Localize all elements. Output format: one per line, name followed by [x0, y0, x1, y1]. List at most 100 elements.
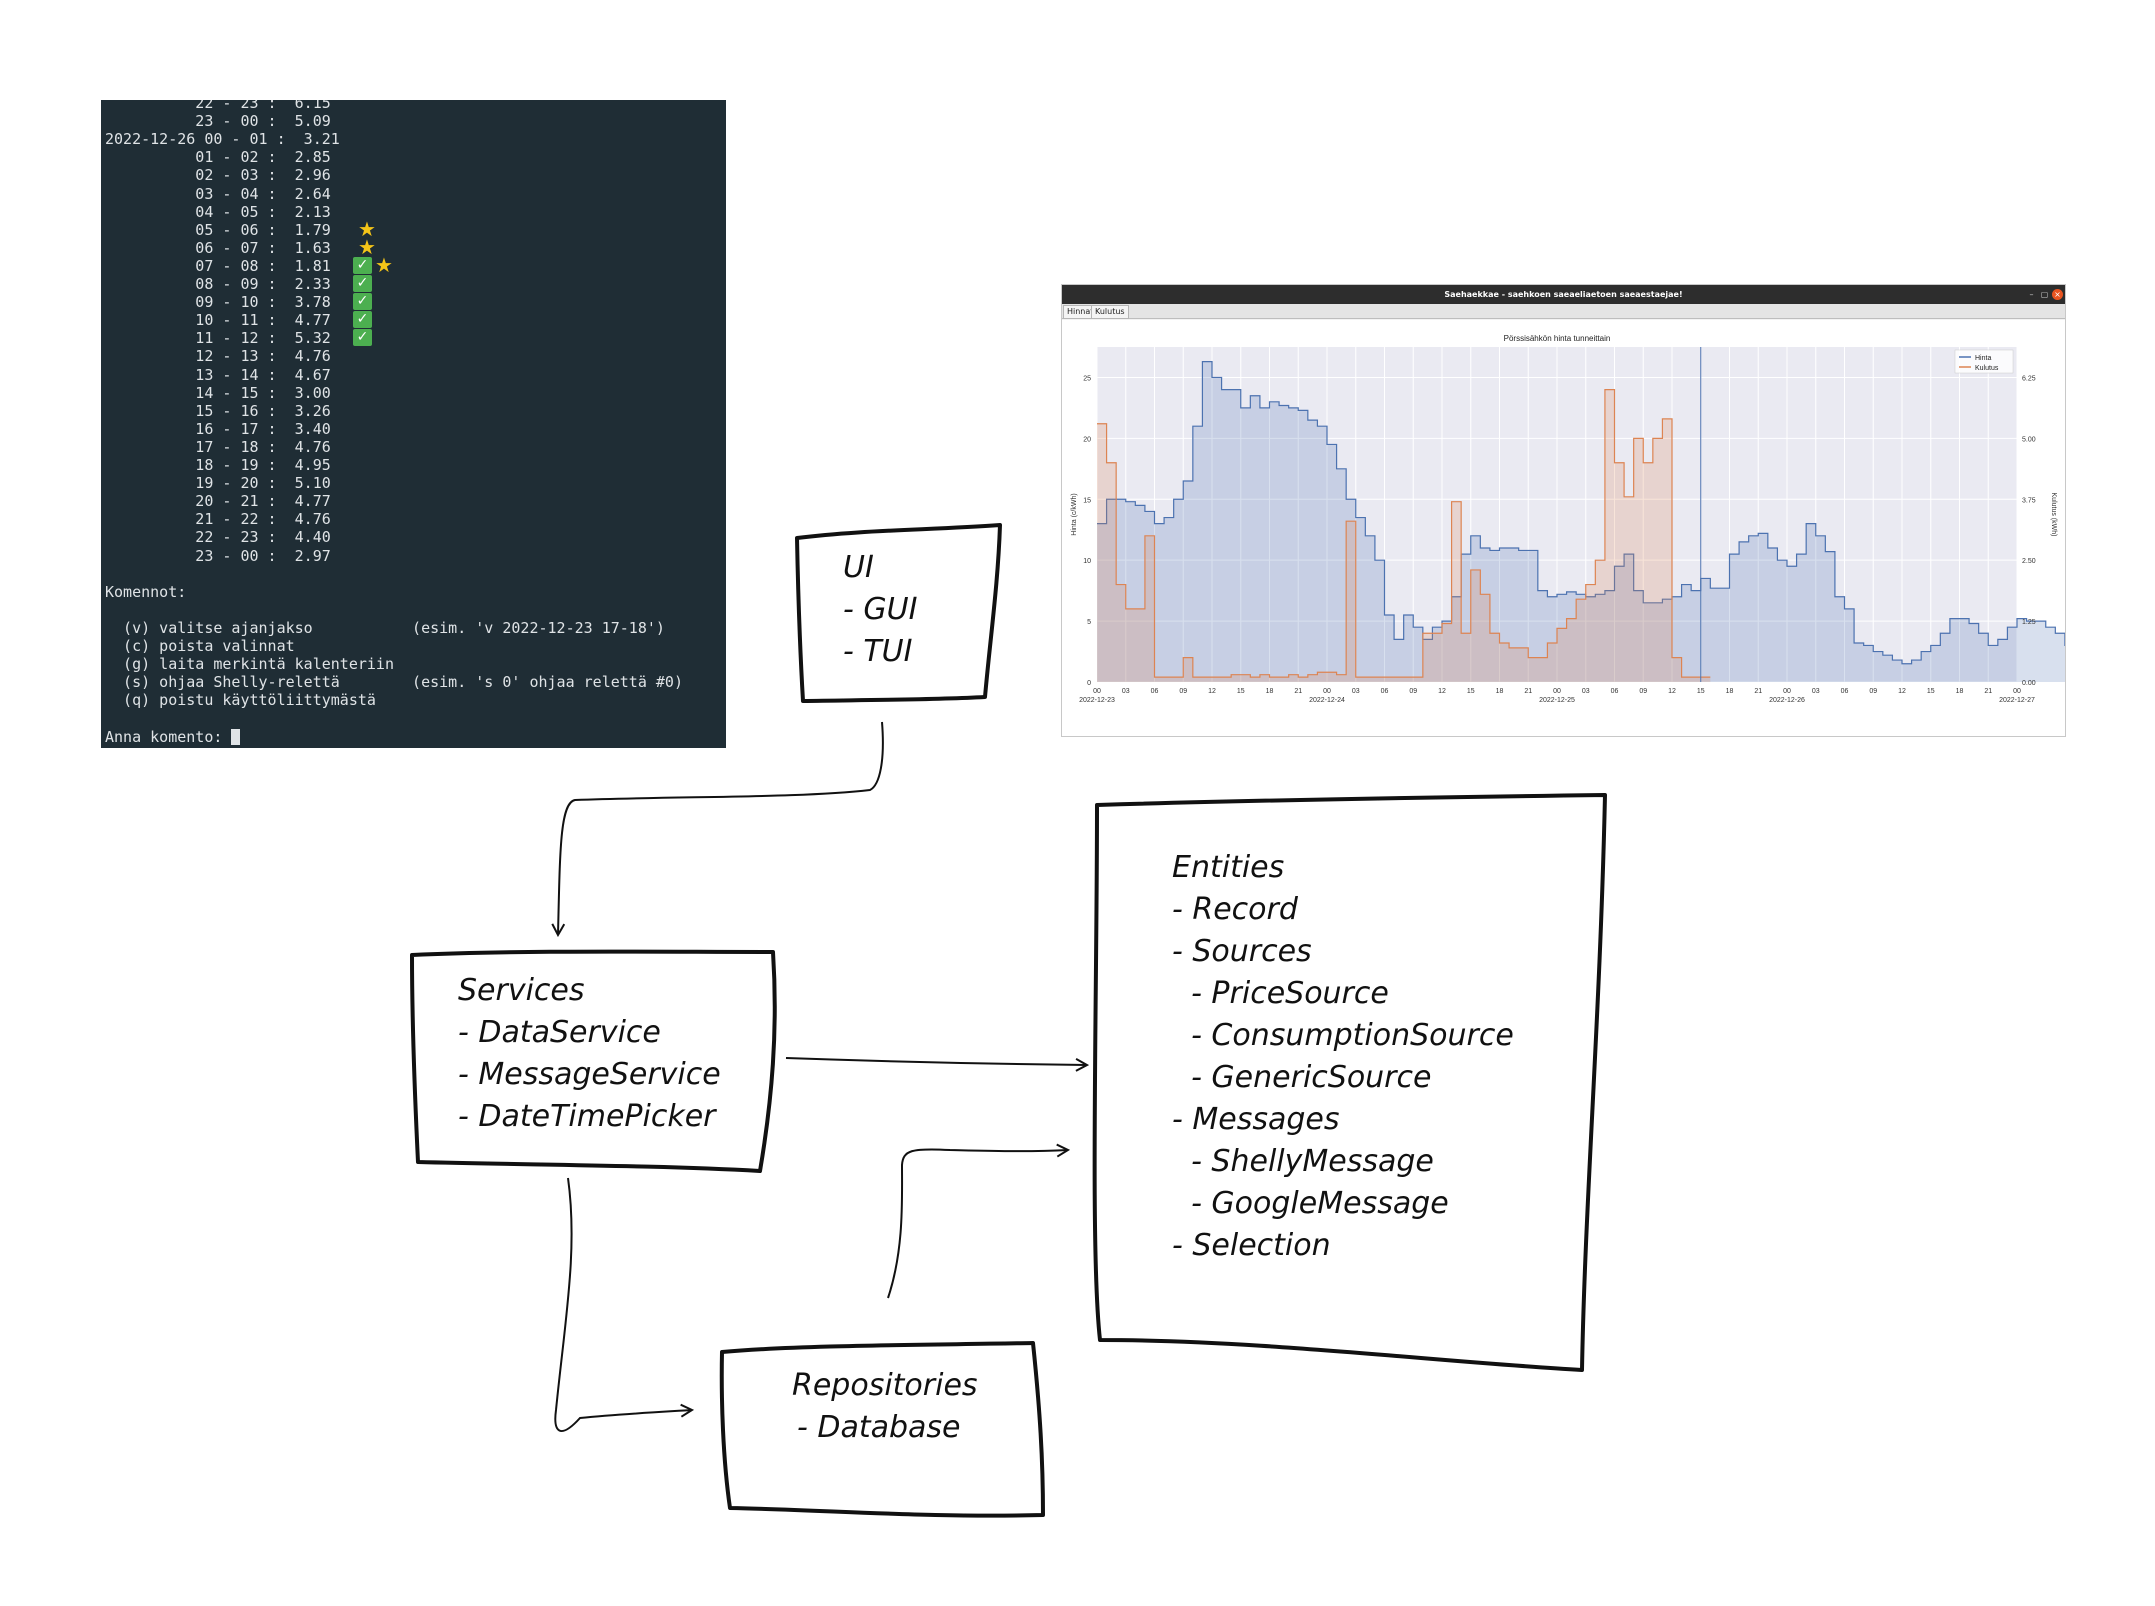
terminal-line: 17 - 18 : 4.76	[105, 437, 331, 456]
x-tick-label: 21	[1294, 688, 1302, 695]
terminal-line: 10 - 11 : 4.77	[105, 311, 331, 330]
entities-box-text: Entities - Record - Sources - PriceSourc…	[1172, 850, 1514, 1263]
selected-check-icon: ✓	[353, 329, 372, 347]
repositories-box	[719, 1341, 1045, 1518]
ui-box-line: - GUI	[843, 592, 918, 627]
maximize-icon[interactable]: ▢	[2040, 290, 2049, 299]
terminal-line: 05 - 06 : 1.79	[105, 220, 331, 239]
terminal-line: 04 - 05 : 2.13	[105, 202, 331, 221]
terminal-line: 08 - 09 : 2.33	[105, 275, 331, 293]
tab-kulutus[interactable]: Kulutus	[1091, 305, 1129, 319]
x-tick-label: 00	[1323, 688, 1331, 695]
services-box-text: Services - DataService - MessageService …	[458, 973, 721, 1134]
entities-box-line: - PriceSource	[1172, 976, 1389, 1011]
x-date-label: 2022-12-23	[1079, 697, 1115, 704]
x-tick-label: 21	[1524, 688, 1532, 695]
legend-label: Hinta	[1975, 355, 1991, 362]
cheapest-star-icon: ★	[375, 252, 393, 277]
terminal-line: 23 - 00 : 5.09	[105, 112, 331, 131]
x-tick-label: 06	[1381, 688, 1389, 695]
terminal-line: 23 - 00 : 2.97	[105, 546, 331, 565]
terminal-line: 07 - 08 : 1.81	[105, 256, 331, 275]
x-date-label: 2022-12-24	[1309, 697, 1345, 704]
selected-check-icon: ✓	[353, 311, 372, 329]
services-box-line: - DateTimePicker	[458, 1099, 717, 1134]
terminal-line: (c) poista valinnat	[105, 637, 295, 655]
selected-check-icon: ✓	[353, 275, 372, 292]
x-tick-label: 00	[1783, 688, 1791, 695]
y2-tick-label: 1.25	[2022, 619, 2036, 626]
ui-box-line: - TUI	[843, 634, 913, 669]
repositories-to-entities-arrow	[887, 1149, 1068, 1299]
terminal-line: 12 - 13 : 4.76	[105, 347, 331, 366]
terminal-cursor	[231, 728, 241, 745]
x-tick-label: 12	[1438, 688, 1446, 695]
repositories-box-line: - Database	[797, 1410, 961, 1445]
x-tick-label: 00	[1553, 688, 1561, 695]
price-consumption-chart: Pörssisähkön hinta tunneittain0510152025…	[1071, 334, 2065, 704]
y2-tick-label: 5.00	[2022, 436, 2036, 443]
terminal-line: Anna komento:	[105, 728, 241, 746]
x-tick-label: 15	[1697, 688, 1705, 695]
x-tick-label: 06	[1611, 688, 1619, 695]
terminal-line: (g) laita merkintä kalenteriin	[105, 655, 394, 674]
ui-box-line: UI	[843, 550, 874, 585]
x-tick-label: 21	[1984, 688, 1992, 695]
terminal-line: 15 - 16 : 3.26	[105, 401, 331, 420]
terminal-line: 21 - 22 : 4.76	[105, 510, 331, 529]
x-tick-label: 18	[1496, 688, 1504, 695]
cheapest-star-icon: ★	[358, 234, 376, 259]
chart-title: Pörssisähkön hinta tunneittain	[1504, 334, 1611, 343]
entities-box-line: - GenericSource	[1172, 1060, 1431, 1095]
terminal-line: (q) poistu käyttöliittymästä	[105, 691, 376, 710]
entities-box-line: - Messages	[1172, 1102, 1339, 1137]
x-tick-label: 09	[1409, 688, 1417, 695]
x-tick-label: 18	[1956, 688, 1964, 695]
legend-label: Kulutus	[1975, 365, 1999, 372]
x-tick-label: 12	[1208, 688, 1216, 695]
x-tick-label: 03	[1812, 688, 1820, 695]
services-box	[410, 949, 777, 1173]
entities-box-line: - Sources	[1172, 934, 1312, 969]
terminal-line: (v) valitse ajanjakso (esim. 'v 2022-12-…	[105, 618, 665, 637]
y-tick-label: 0	[1087, 680, 1091, 687]
y2-tick-label: 6.25	[2022, 375, 2036, 382]
gui-tab-bar: Hinnat Kulutus	[1062, 304, 2065, 319]
selected-check-icon: ✓	[353, 256, 372, 274]
terminal-line: 06 - 07 : 1.63	[105, 238, 331, 257]
terminal-line: 02 - 03 : 2.96	[105, 166, 331, 185]
x-tick-label: 15	[1927, 688, 1935, 695]
terminal-line: 13 - 14 : 4.67	[105, 365, 331, 384]
terminal-line: 20 - 21 : 4.77	[105, 492, 331, 511]
x-tick-label: 12	[1898, 688, 1906, 695]
terminal-line: 11 - 12 : 5.32	[105, 329, 331, 348]
terminal-line: 22 - 23 : 4.40	[105, 528, 331, 547]
y2-axis-label: Kulutus (kWh)	[2050, 493, 2057, 537]
minimize-icon[interactable]: –	[2029, 290, 2034, 299]
ui-to-services-arrow	[558, 721, 884, 935]
terminal-line: Komennot:	[105, 582, 187, 601]
terminal-line: (s) ohjaa Shelly-relettä (esim. 's 0' oh…	[105, 673, 683, 692]
series-area	[1097, 361, 2065, 682]
close-icon[interactable]: ×	[2052, 289, 2063, 300]
services-box-line: Services	[458, 973, 585, 1008]
gui-window-title: Saehaekkae - saehkoen saeaeliaetoen saea…	[1444, 290, 1683, 299]
gui-window-screenshot: Saehaekkae - saehkoen saeaeliaetoen saea…	[1062, 285, 2065, 736]
x-tick-label: 09	[1179, 688, 1187, 695]
terminal-line: 19 - 20 : 5.10	[105, 474, 331, 493]
x-tick-label: 21	[1754, 688, 1762, 695]
terminal-line: 2022-12-26 00 - 01 : 3.21	[105, 130, 340, 149]
terminal-line: 16 - 17 : 3.40	[105, 419, 331, 438]
y-axis-label: Hinta (c/kWh)	[1071, 493, 1078, 535]
terminal-line: 22 - 23 : 6.15	[105, 100, 331, 112]
terminal-line: 01 - 02 : 2.85	[105, 148, 331, 167]
y-tick-label: 10	[1083, 558, 1091, 565]
y2-tick-label: 2.50	[2022, 558, 2036, 565]
services-to-repositories-arrow	[554, 1177, 692, 1432]
services-to-entities-arrow	[785, 1057, 1087, 1065]
terminal-line: 03 - 04 : 2.64	[105, 184, 331, 203]
services-box-line: - MessageService	[458, 1057, 721, 1092]
terminal-line: 09 - 10 : 3.78	[105, 293, 331, 312]
entities-box	[1092, 793, 1607, 1372]
